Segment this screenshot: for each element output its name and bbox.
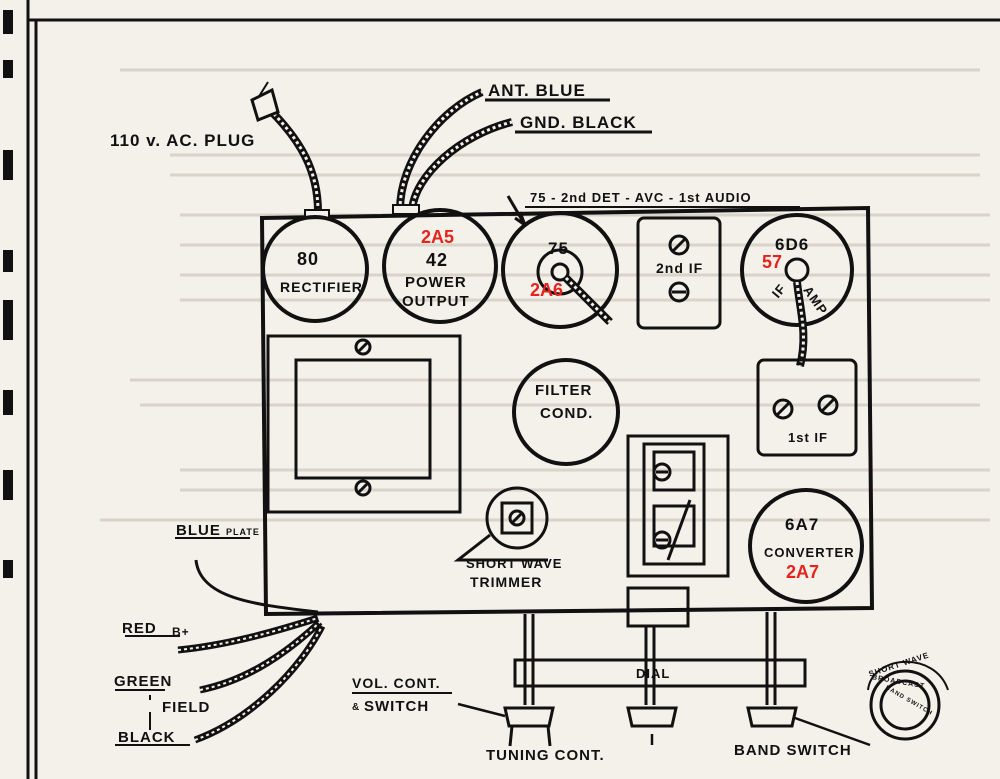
ant-label: ANT. BLUE [488, 81, 586, 100]
tube-80-number: 80 [297, 249, 319, 269]
power-label: POWER [405, 274, 467, 291]
sw-trimmer-label: SHORT WAVE [466, 556, 562, 571]
annotation-2a6: 2A6 [530, 280, 563, 300]
second-if-transformer [636, 216, 722, 330]
tube-75 [501, 211, 619, 329]
chassis-outline [259, 205, 875, 617]
tube-80 [261, 215, 369, 323]
output-label: OUTPUT [402, 293, 470, 310]
bplus-label: B+ [172, 625, 190, 639]
cond-label: COND. [540, 405, 593, 422]
plate-label: PLATE [226, 527, 260, 537]
green-label: GREEN [114, 673, 172, 690]
second-if-label: 2nd IF [656, 260, 703, 276]
annotation-57: 57 [762, 252, 782, 272]
first-if-transformer [756, 358, 858, 457]
dial-window [266, 334, 462, 514]
det-avc-label: 75 - 2nd DET - AVC - 1st AUDIO [530, 190, 752, 205]
converter-label: CONVERTER [764, 545, 855, 560]
ac-plug-cord [250, 81, 330, 219]
dial-label: DIAL [636, 666, 670, 681]
band-switch-label: BAND SWITCH [734, 742, 852, 759]
band-switch-knob [867, 660, 949, 741]
margin-marks [3, 10, 13, 578]
if-amp-if-label: IF [769, 281, 789, 301]
tube-6d6-number: 6D6 [775, 235, 809, 254]
knob-broadcast: BROADCAST [871, 674, 925, 690]
page-border [26, 0, 1000, 779]
black-label: BLACK [118, 729, 176, 746]
leader-arrows [457, 702, 871, 747]
vol-switch-label: SWITCH [364, 698, 429, 715]
tube-6a7 [748, 488, 864, 604]
gang-condenser [626, 434, 730, 628]
tube75-bracket [506, 195, 527, 227]
blue-label: BLUE [176, 522, 221, 539]
tube-42 [382, 208, 498, 324]
control-shafts [503, 612, 807, 747]
filter-label: FILTER [535, 382, 592, 399]
gnd-label: GND. BLACK [520, 113, 637, 132]
antenna-ground-leads [392, 88, 652, 215]
vol-switch-amp: & [352, 702, 360, 713]
tube-75-number: 75 [548, 239, 569, 258]
trimmer-label: TRIMMER [470, 574, 542, 590]
short-wave-trimmer [453, 486, 549, 562]
filter-condenser [512, 358, 620, 466]
tube-42-number: 42 [426, 250, 448, 270]
tube-6d6 [740, 213, 854, 367]
annotation-2a5: 2A5 [421, 227, 454, 247]
tube-6a7-number: 6A7 [785, 515, 819, 534]
knob-band-switch: BAND SWITCH [884, 685, 933, 717]
tuning-cont-label: TUNING CONT. [486, 747, 605, 764]
rectifier-label: RECTIFIER [280, 279, 363, 295]
red-label: RED [122, 620, 157, 637]
ac-plug-label: 110 v. AC. PLUG [110, 131, 255, 150]
annotation-2a7: 2A7 [786, 562, 819, 582]
first-if-label: 1st IF [788, 430, 828, 445]
field-label: FIELD [162, 699, 210, 716]
vol-cont-label: VOL. CONT. [352, 675, 441, 691]
field-wires [115, 537, 326, 746]
